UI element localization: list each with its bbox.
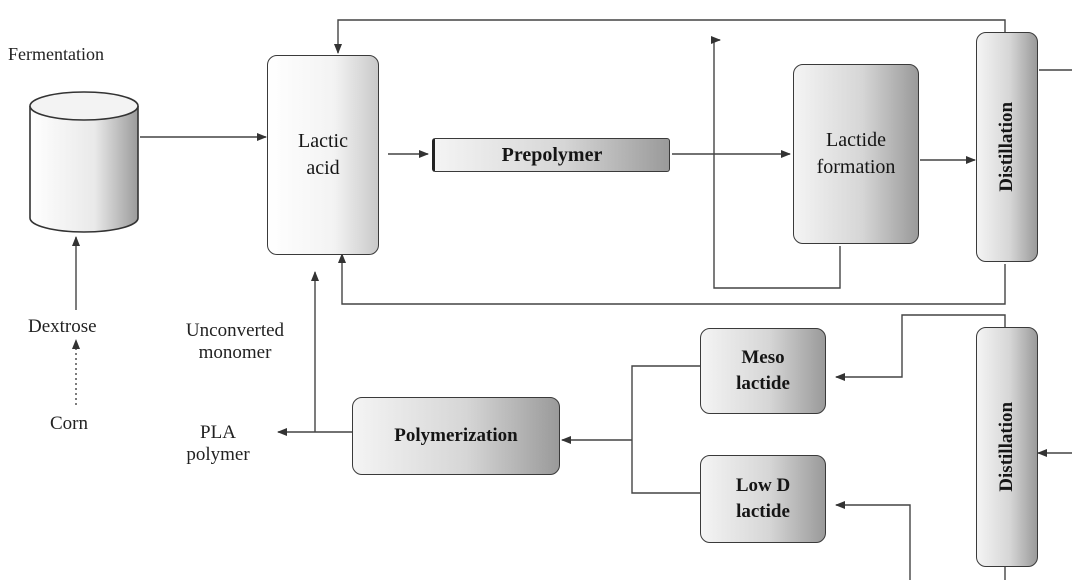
lactic-acid-box: Lactic acid [267, 55, 379, 255]
meso-lactide-label: Meso lactide [736, 347, 790, 394]
low-d-lactide-box: Low D lactide [700, 455, 826, 543]
distillation-top-label: Distillation [996, 102, 1018, 192]
corn-label: Corn [50, 413, 88, 434]
pla-polymer-label: PLA polymer [186, 422, 250, 465]
polymerization-label: Polymerization [394, 425, 518, 447]
distillation-bottom-label: Distillation [996, 402, 1018, 492]
meso-merge-line [631, 365, 700, 494]
low-d-lactide-label: Low D lactide [735, 475, 791, 522]
fermentation-tank-icon [29, 91, 139, 233]
lactide-formation-box: Lactide formation [793, 64, 919, 244]
lactide-recycle-loop [711, 36, 841, 289]
unconverted-monomer-label: Unconverted monomer [185, 320, 285, 363]
distillation-top-box: Distillation [976, 32, 1038, 262]
polymerization-box: Polymerization [352, 397, 560, 475]
fermentation-label: Fermentation [8, 44, 104, 64]
arrow-to-meso [835, 314, 1006, 381]
distillation-bottom-box: Distillation [976, 327, 1038, 567]
arrow-into-low-d [835, 501, 911, 580]
meso-lactide-box: Meso lactide [700, 328, 826, 414]
lactic-acid-label: Lactic acid [298, 130, 348, 179]
dextrose-label: Dextrose [28, 316, 97, 337]
prepolymer-label: Prepolymer [501, 143, 603, 166]
top-recycle-line [334, 19, 1006, 54]
lactide-formation-label: Lactide formation [816, 129, 896, 178]
bottom-recycle-line [338, 253, 1006, 305]
prepolymer-box: Prepolymer [432, 138, 670, 172]
